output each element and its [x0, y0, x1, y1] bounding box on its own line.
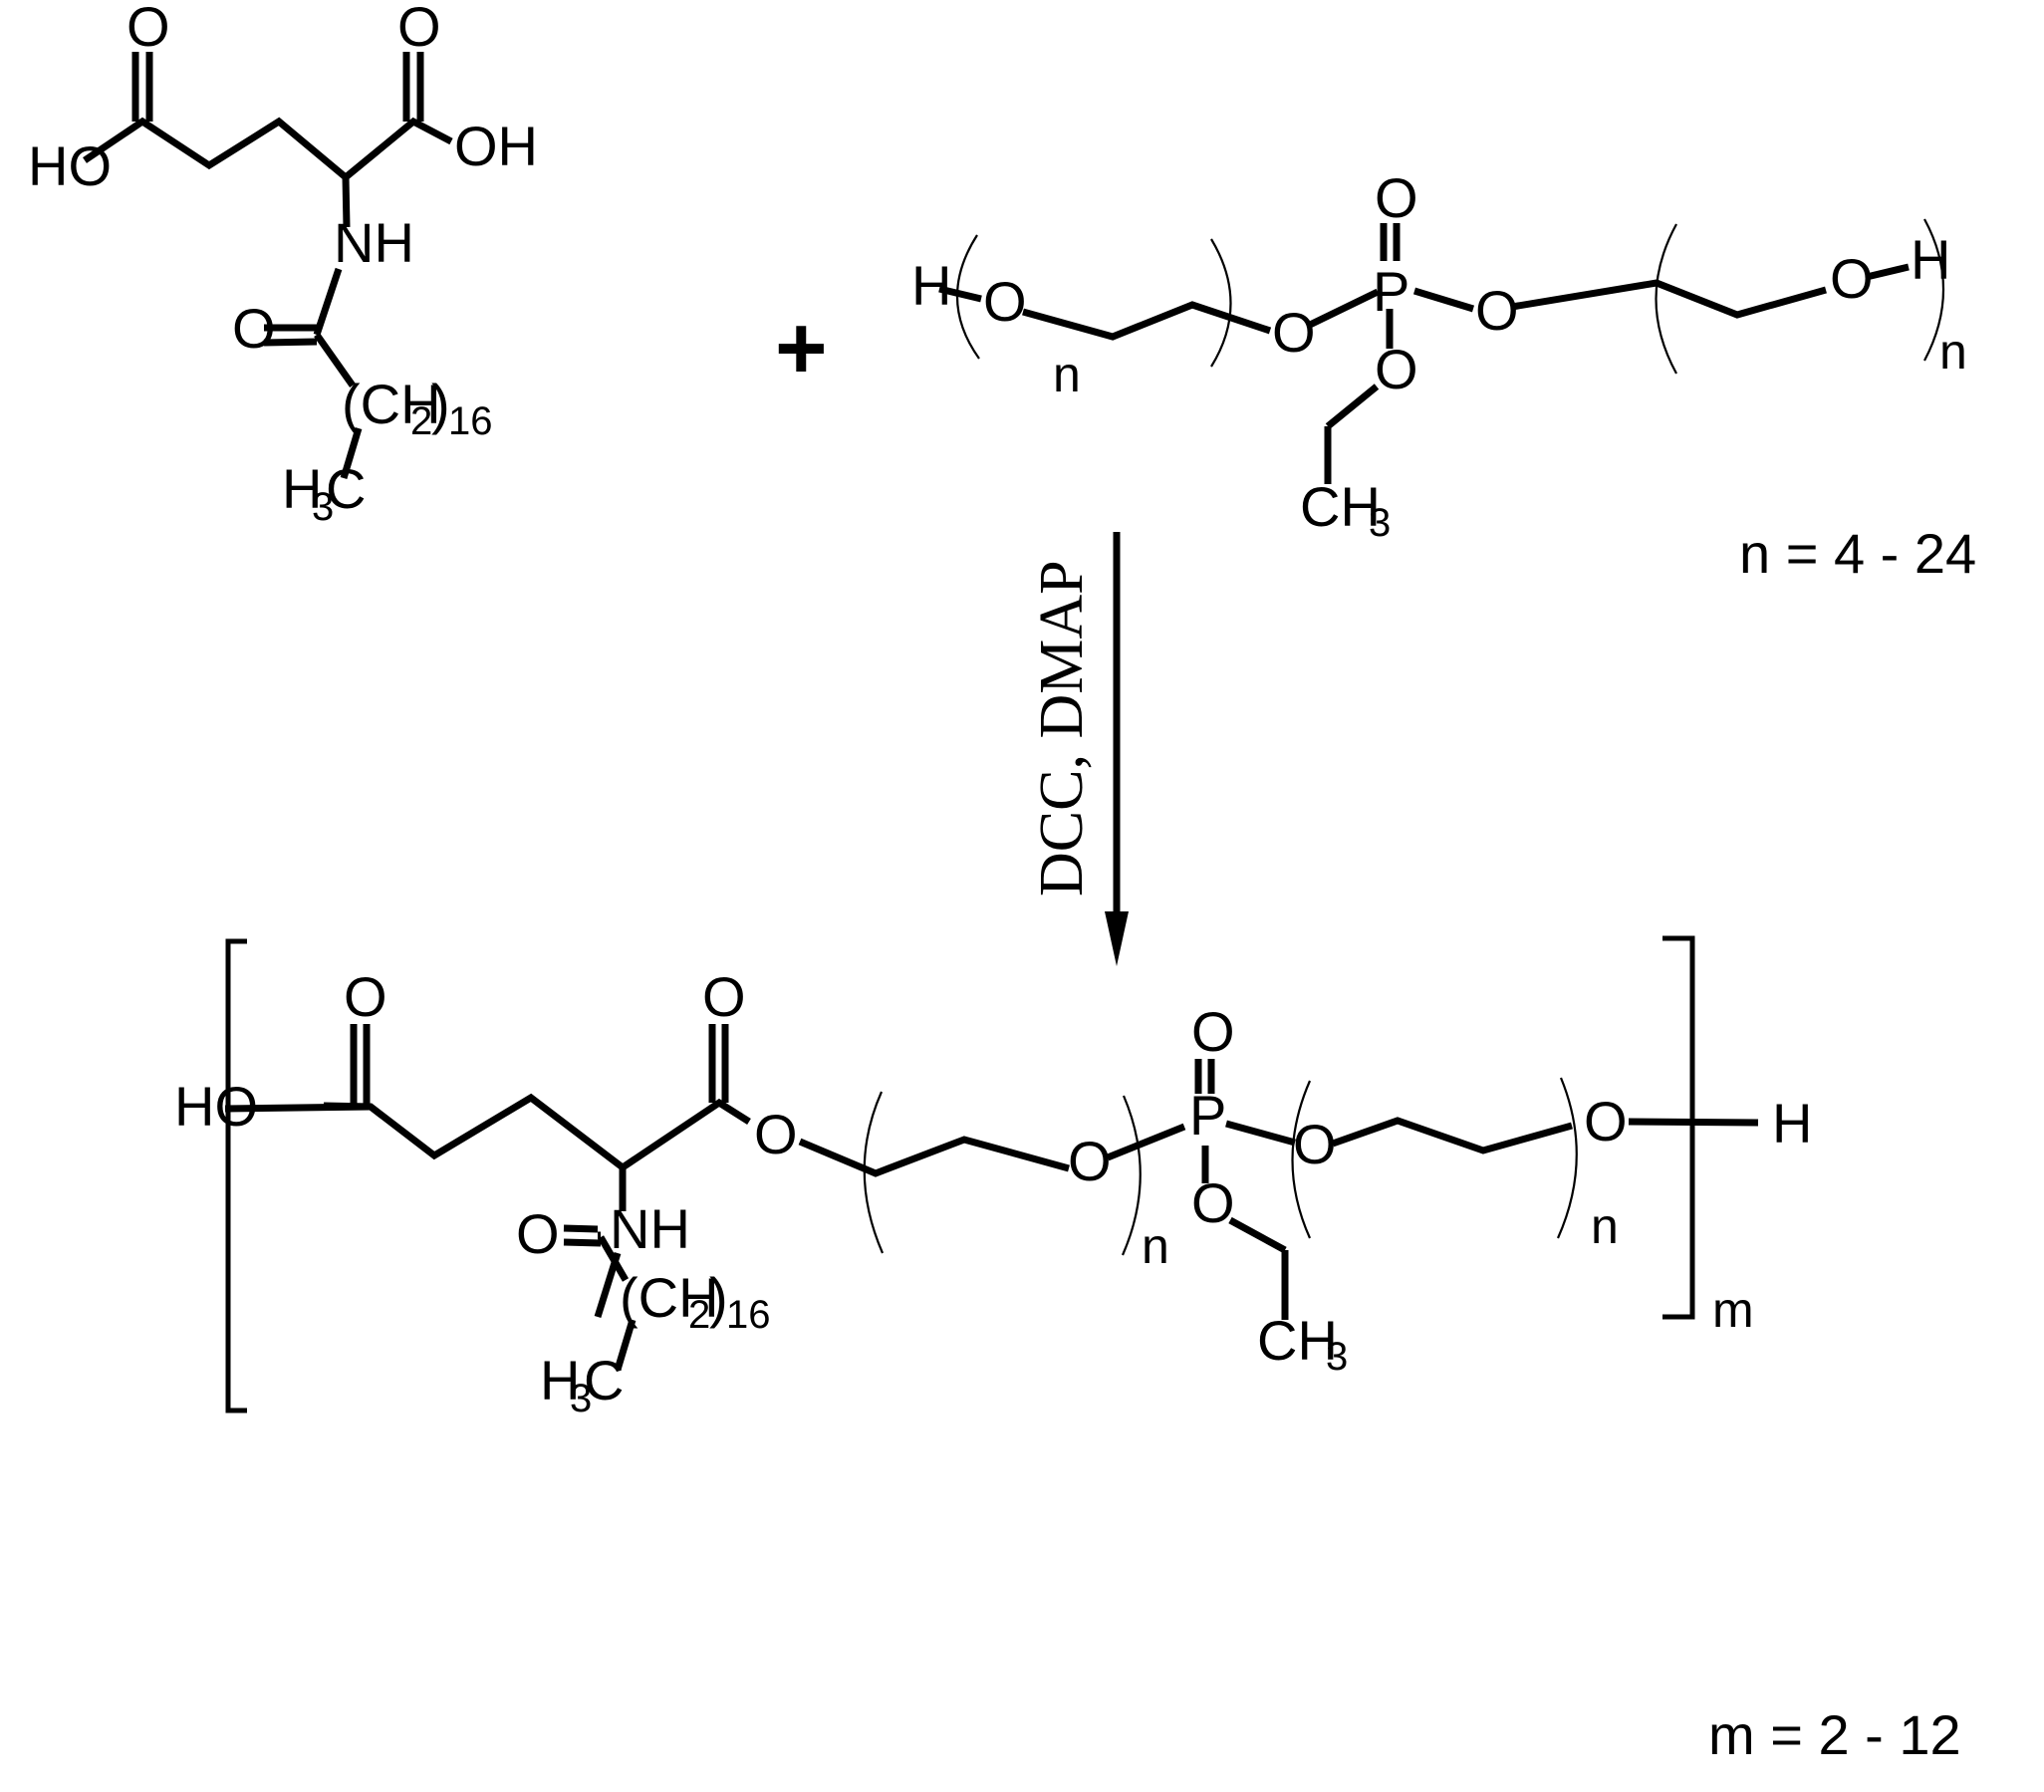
product-atom-o-ethoxy: O [1191, 1171, 1235, 1234]
product-atom-ho: HO [174, 1075, 258, 1138]
product-ch3-sub: 3 [1326, 1335, 1348, 1379]
repeat-paren-left-close [1210, 238, 1232, 368]
product-methyl-c: C [584, 1349, 624, 1411]
chain-ch2-sub: 2 [410, 399, 432, 443]
product-paren-2-close [1556, 1077, 1578, 1239]
repeat-paren-right-open [1655, 223, 1677, 375]
atom-o-amide: O [232, 297, 276, 360]
product-polymer: HO O O O O P O O O O H NH O (CH 2 ) 16 H… [174, 935, 1961, 1766]
atom-p: P [1373, 260, 1409, 323]
atom-o-ester-right: O [1475, 279, 1519, 342]
chain-sub-16: 16 [448, 399, 493, 443]
repeat-index-n-right: n [1939, 324, 1967, 380]
product-atom-o-amide: O [516, 1202, 560, 1265]
product-atom-h-terminal: H [1772, 1092, 1812, 1154]
m-range-label: m = 2 - 12 [1708, 1703, 1961, 1766]
atom-nh: NH [334, 211, 414, 274]
backbone-bonds [83, 117, 453, 182]
product-atom-o-carbonyl-left: O [344, 965, 387, 1028]
repeat-paren-left-open [955, 234, 980, 360]
product-index-n-left: n [1142, 1218, 1169, 1274]
methyl-h: H [282, 457, 322, 520]
atom-o-carbonyl-right: O [397, 0, 441, 58]
product-atom-o-terminal: O [1584, 1090, 1628, 1152]
product-atom-o-peg-2: O [1293, 1113, 1337, 1175]
repeat-index-n-left: n [1053, 347, 1081, 402]
product-atom-nh: NH [610, 1197, 690, 1260]
reactant-glutamic-acid: HO O O OH NH O (CH 2 ) 16 H 3 C [28, 0, 538, 529]
product-chain-close: ) [709, 1266, 728, 1329]
product-chain-open: (CH [620, 1266, 719, 1329]
atom-o-ethoxy: O [1375, 338, 1418, 400]
product-index-m: m [1712, 1282, 1754, 1338]
bracket-left [225, 938, 247, 1413]
product-ch3: CH [1257, 1309, 1338, 1372]
bracket-right [1662, 935, 1695, 1320]
product-methyl-sub-3: 3 [570, 1377, 592, 1420]
product-atom-o-ester: O [754, 1103, 798, 1165]
product-paren-2-open [1291, 1080, 1312, 1239]
methyl-c: C [326, 457, 366, 520]
product-chain-sub-2: 2 [688, 1293, 710, 1337]
product-paren-1-close [1121, 1095, 1142, 1256]
reaction-conditions: DCC, DMAP [1028, 560, 1096, 896]
atom-ch3-sub: 3 [1369, 501, 1391, 545]
product-methyl-h: H [540, 1349, 580, 1411]
arrow-head [1105, 911, 1129, 966]
atom-h-left: H [911, 254, 951, 317]
n-range-label: n = 4 - 24 [1739, 522, 1976, 585]
reactant-peg-phosphate: H O O P O O O O H CH 3 n n n = 4 - 24 [911, 166, 1976, 585]
atom-h-right: H [1911, 228, 1950, 291]
atom-o-ester-left: O [1272, 301, 1316, 364]
reaction-arrow: DCC, DMAP [1028, 532, 1129, 966]
plus-sign: + [775, 299, 828, 398]
atom-o-peg-left: O [983, 270, 1027, 333]
methyl-sub-3: 3 [312, 485, 334, 529]
atom-ch3: CH [1300, 475, 1381, 538]
atom-oh-right: OH [454, 115, 538, 177]
product-atom-p: P [1189, 1084, 1226, 1147]
chain-ch2-open: (CH [342, 373, 441, 435]
product-atom-o-double: O [1191, 1000, 1235, 1063]
atom-o-peg-right: O [1830, 247, 1874, 310]
product-paren-1-open [863, 1091, 885, 1254]
chain-close: ) [431, 373, 450, 435]
atom-o-carbonyl-left: O [127, 0, 170, 58]
atom-o-double: O [1375, 166, 1418, 229]
repeat-paren-right-close [1923, 218, 1944, 362]
product-atom-o-peg-1: O [1068, 1130, 1112, 1192]
product-index-n-right: n [1591, 1198, 1619, 1254]
product-atom-o-carbonyl-right: O [702, 965, 746, 1028]
atom-ho-left: HO [28, 134, 112, 197]
product-chain-sub-16: 16 [726, 1293, 771, 1337]
